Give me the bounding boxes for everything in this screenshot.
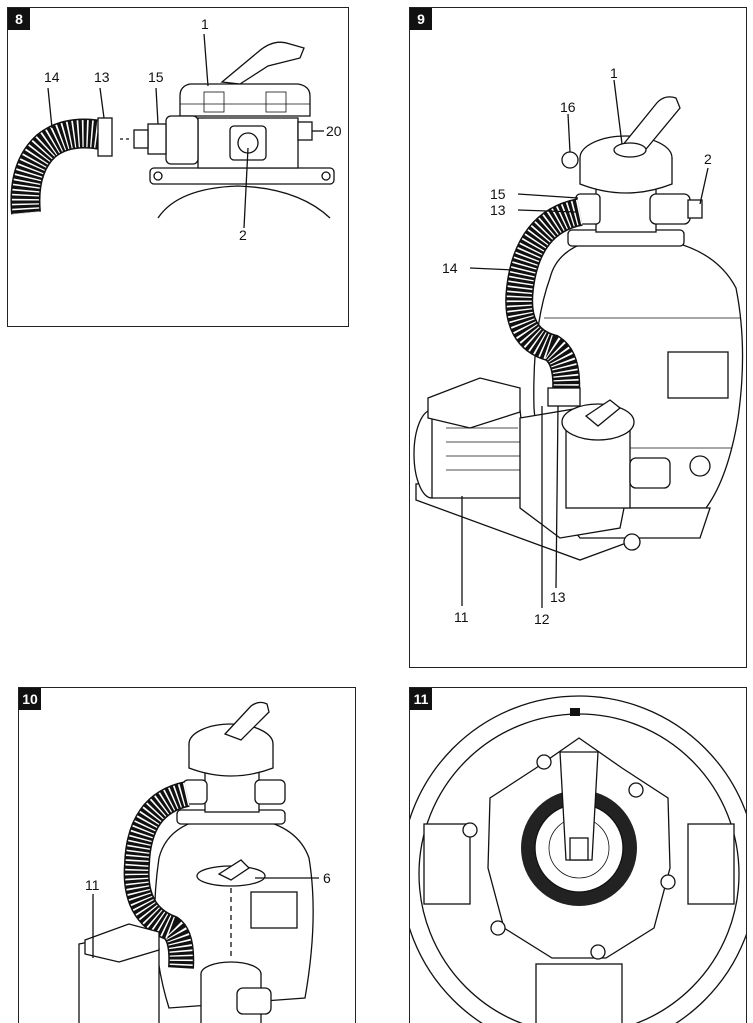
valve-head [179,83,311,117]
callout-1: 1 [610,65,618,81]
hose-adapter [147,123,167,155]
valve-lever-handle [220,41,305,85]
tank-label-plate [250,891,298,929]
port-15-fitting [165,115,199,165]
leader-13 [99,87,105,119]
callout-12: 12 [534,611,550,627]
figure-9-drawing: 1 16 2 15 13 14 11 12 13 [413,65,744,627]
clamp-bolt [321,171,331,181]
callout-13-upper: 13 [490,202,506,218]
leader-15 [155,87,159,125]
hose-clamp-13 [97,117,113,157]
cover-screw [462,822,478,838]
pump-inlet-fitting [236,987,272,1015]
hose-14-body [10,118,110,215]
hose-adapter-tip [133,129,149,149]
port-20-stub [297,121,313,141]
callout-13: 13 [94,69,110,85]
clamp-bolt [153,171,163,181]
port-2-adapter [687,199,703,219]
cover-screw [490,920,506,936]
pump-inlet-fitting [629,457,671,489]
hose-clamp-12 [547,387,581,407]
figure-number-badge: 9 [410,8,432,30]
port-2-fitting [649,193,691,225]
valve-body [204,771,260,813]
figure-8-drawing: 14 13 15 1 2 20 [10,16,342,243]
leader-2 [699,167,709,205]
leader-1 [613,79,623,145]
figure-11-drawing [410,695,746,1023]
leader-14 [47,87,53,129]
figure-number-badge: 8 [8,8,30,30]
callout-1: 1 [201,16,209,32]
callout-20: 20 [326,123,342,139]
valve-lever-handle [620,96,681,155]
figure-8-panel: 8 14 13 [7,7,349,327]
cover-screw [660,874,676,890]
bottom-port [535,963,623,1023]
valve-head-latch [203,91,225,113]
leader-16 [567,113,571,153]
cover-screw [590,944,606,960]
valve-head-latch [265,91,287,113]
hose-ribs [125,782,193,969]
callout-14: 14 [44,69,60,85]
figure-number-badge: 10 [19,688,41,710]
strainer-lid-handle [584,399,622,427]
callout-11: 11 [454,609,469,625]
valve-lever-pointer [569,837,589,861]
pump-drain-plug [623,533,641,551]
valve-lever-handle [223,701,270,741]
pump-terminal-box [427,377,521,429]
tank-top-outline [157,185,331,219]
valve-lever-hub [613,142,647,158]
leader-13b [555,405,559,589]
leader-15 [517,193,579,199]
strainer-lid-handle [217,859,251,881]
valve-body [595,185,657,233]
figure-10-panel: 10 6 11 [18,687,356,1023]
valve-head-skirt [579,158,673,194]
callout-16: 16 [560,99,576,115]
callout-15: 15 [490,186,506,202]
leader-13a [517,209,577,213]
callout-2: 2 [704,151,712,167]
figure-11-panel: 11 [409,687,747,1023]
left-port [423,823,471,905]
right-port [687,823,735,905]
callout-6: 6 [323,870,331,886]
callout-13-lower: 13 [550,589,566,605]
tank-clamp-ring [149,167,335,185]
valve-lever-handle [559,751,599,861]
leader-14 [469,267,515,271]
figure-9-panel: 9 [409,7,747,668]
figure-number-badge: 11 [410,688,432,710]
callout-14: 14 [442,260,458,276]
top-alignment-marker [570,708,580,716]
hose-14-body [505,198,584,393]
figure-10-drawing: 6 11 [78,701,331,1023]
pump-terminal-box [84,923,160,963]
cover-screw [628,782,644,798]
callout-2: 2 [239,227,247,243]
leader-1 [203,33,209,87]
callout-15: 15 [148,69,164,85]
port-16-plug [561,151,579,169]
pump-strainer-pot [565,427,631,509]
callout-11: 11 [85,877,100,893]
valve-head-skirt [188,744,274,777]
valve-right-port [254,779,286,805]
tank-label-plate [667,351,729,399]
leader-2 [243,147,249,229]
tank-drain-plug [689,455,711,477]
cover-screw [536,754,552,770]
